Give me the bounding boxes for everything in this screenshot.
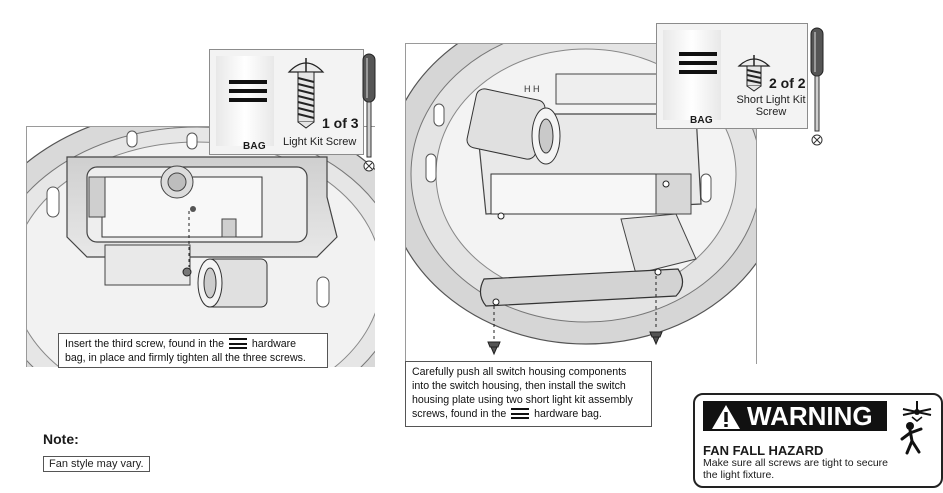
screw-name-line2: Screw (755, 106, 787, 118)
left-instruction-caption: Insert the third screw, found in the har… (58, 333, 328, 368)
hazard-line2: the light fixture. (703, 469, 775, 481)
screw-count: 2 of 2 (769, 75, 806, 91)
warning-title: WARNING (747, 401, 873, 431)
hazard-title: FAN FALL HAZARD (703, 443, 824, 458)
caption-text-part1: Insert the third screw, found in the (65, 338, 224, 350)
screw-count: 1 of 3 (322, 115, 359, 131)
warning-banner: WARNING (703, 401, 887, 431)
bag-label: BAG (243, 141, 266, 152)
falling-fan-person-icon (900, 401, 932, 455)
caption-line4b: hardware bag. (534, 408, 602, 420)
warning-box: WARNING FAN FALL HAZARD Make sure all sc… (693, 393, 943, 488)
svg-text:H H: H H (524, 84, 540, 94)
screw-name: Light Kit Screw (283, 136, 357, 148)
screwdriver-icon (810, 27, 824, 146)
bag-graphic (663, 30, 721, 120)
hardware-bag-icon (511, 408, 530, 419)
hazard-text: Make sure all screws are tight to secure… (703, 457, 888, 481)
hardware-bag-icon (229, 80, 267, 102)
right-hardware-callout: BAG 2 of 2 Short Light Kit Screw (656, 23, 808, 129)
bag-label: BAG (690, 115, 713, 126)
light-kit-screw-icon (287, 58, 325, 129)
hardware-bag-icon (228, 338, 247, 349)
left-illustration-panel (26, 126, 375, 367)
right-instruction-caption: Carefully push all switch housing compon… (405, 361, 652, 427)
caption-text-line2: bag, in place and firmly tighten all the… (65, 352, 306, 364)
caption-line2: into the switch housing, then install th… (412, 380, 626, 392)
fan-housing-drawing-left (27, 127, 375, 367)
hardware-bag-icon (679, 52, 717, 74)
warning-triangle-icon (712, 405, 740, 429)
hazard-line1: Make sure all screws are tight to secure (703, 457, 888, 469)
screw-name-line1: Short Light Kit (736, 94, 806, 106)
caption-line3: housing plate using two short light kit … (412, 394, 633, 406)
caption-text-part2: hardware (251, 338, 297, 350)
caption-line4a: screws, found in the (412, 408, 507, 420)
screw-name: Short Light Kit Screw (735, 94, 807, 118)
note-text: Fan style may vary. (43, 456, 150, 472)
screwdriver-icon (362, 53, 376, 172)
caption-line1: Carefully push all switch housing compon… (412, 366, 627, 378)
note-heading: Note: (43, 431, 79, 447)
short-screw-icon (737, 55, 771, 92)
left-hardware-callout: BAG 1 of 3 Light Kit Screw (209, 49, 364, 155)
